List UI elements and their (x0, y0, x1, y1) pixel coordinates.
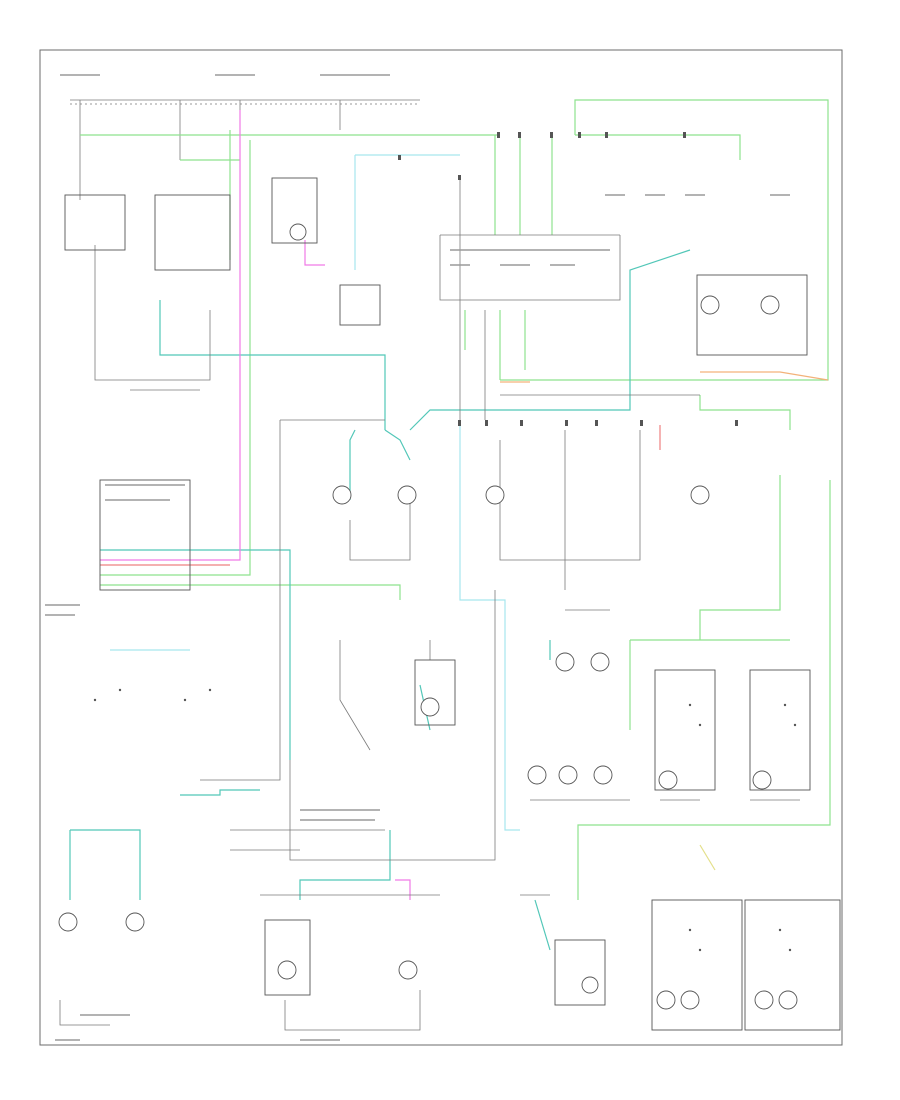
relay-box-1 (64, 194, 126, 251)
bulb-icon (752, 770, 772, 790)
bulb-icon (125, 912, 145, 932)
bulb-icon (527, 765, 547, 785)
relay-box-2 (154, 194, 231, 271)
control-module (99, 479, 191, 591)
top-fuse-bus (70, 99, 420, 200)
bulb-icon (397, 485, 417, 505)
tiny-labels (45, 74, 790, 1041)
lamp-module-1 (696, 274, 808, 356)
bulb-icon (754, 990, 774, 1010)
bulb-icon (555, 652, 575, 672)
bulb-icon (690, 485, 710, 505)
bulb-icon (658, 770, 678, 790)
black-wires (59, 180, 800, 1031)
bulb-icon (485, 485, 505, 505)
colored-wires (100, 110, 829, 900)
switch-box-2 (339, 284, 381, 326)
diagram-frame (39, 49, 843, 1046)
bulb-icon (680, 990, 700, 1010)
bulbs (58, 223, 798, 1010)
bulb-icon (581, 976, 599, 994)
bulb-icon (420, 697, 440, 717)
lamp-module-5 (651, 899, 743, 1031)
lamp-module-3 (264, 919, 311, 996)
lamp-module-7 (654, 669, 716, 791)
components (64, 177, 841, 1031)
bulb-icon (277, 960, 297, 980)
lamp-module-2 (414, 659, 456, 726)
cyan-wires (110, 154, 520, 831)
bulb-icon (332, 485, 352, 505)
bulb-icon (760, 295, 780, 315)
bulb-icon (58, 912, 78, 932)
bulb-icon (590, 652, 610, 672)
lamp-module-4 (554, 939, 606, 1006)
bulb-icon (593, 765, 613, 785)
switch-box-1 (271, 177, 318, 244)
teal-wires (69, 249, 691, 951)
bulb-icon (778, 990, 798, 1010)
bulb-icon (289, 223, 307, 241)
bulb-icon (656, 990, 676, 1010)
lamp-module-8 (749, 669, 811, 791)
green-wires (80, 99, 831, 900)
bulb-icon (558, 765, 578, 785)
bulb-icon (398, 960, 418, 980)
bulb-icon (700, 295, 720, 315)
lamp-module-6 (744, 899, 841, 1031)
terminals (93, 132, 797, 952)
